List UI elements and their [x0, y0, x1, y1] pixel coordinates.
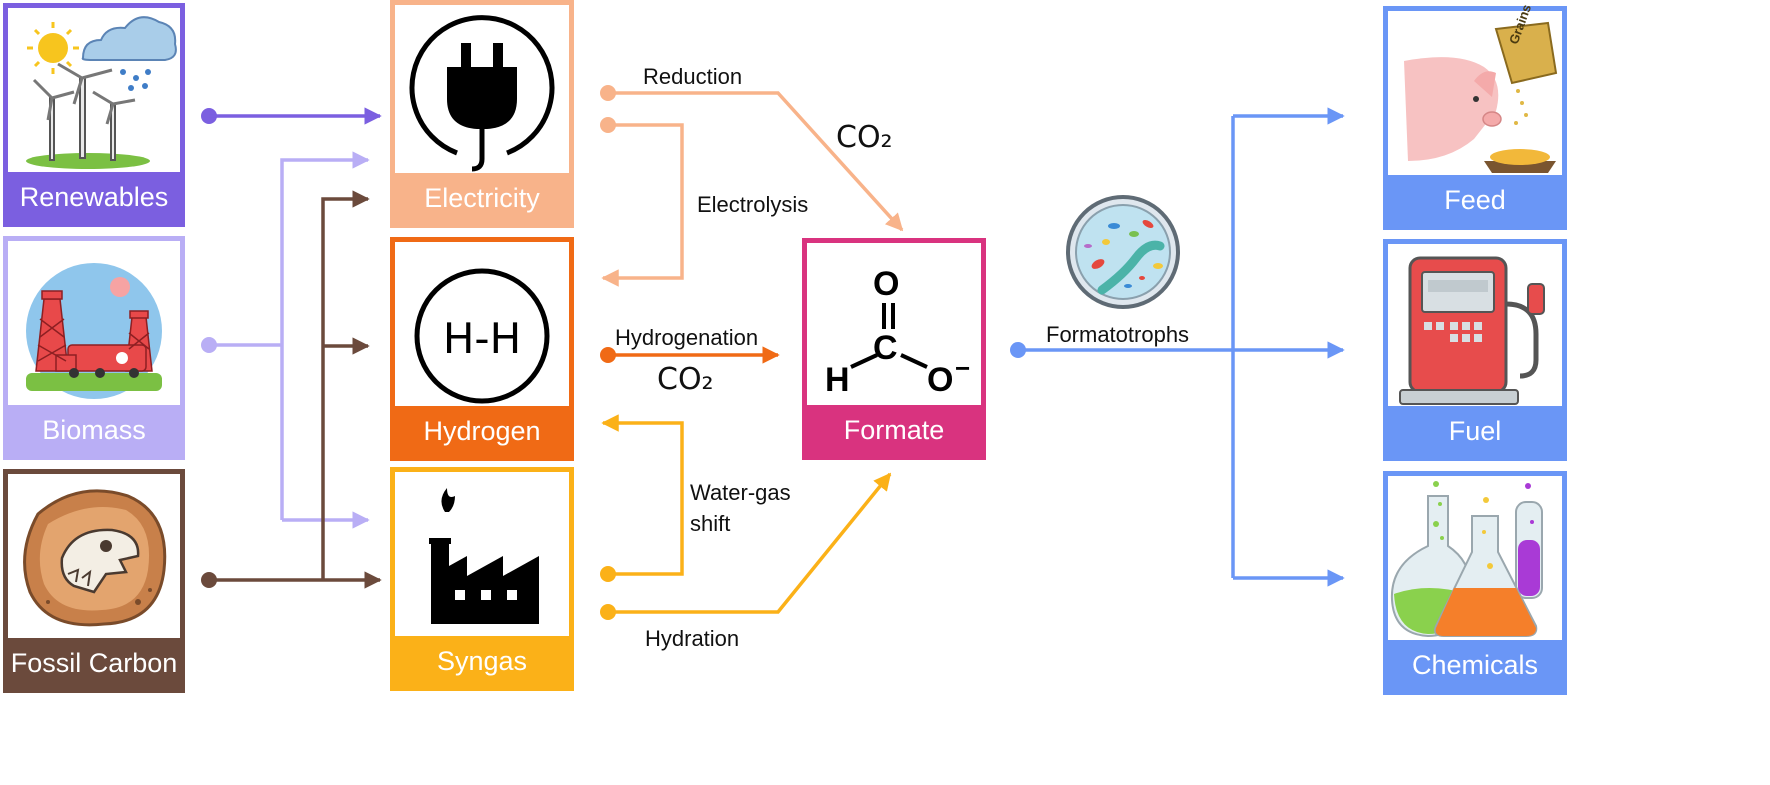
renewables-box: Renewables [3, 3, 185, 227]
electrolysis-label: Electrolysis [697, 192, 809, 217]
hydrogen-label: Hydrogen [395, 406, 569, 456]
fuel-pump-icon [1399, 256, 1545, 405]
atom-o-right: O [927, 361, 954, 399]
water-gas-shift-label-line2: shift [690, 511, 731, 536]
formatotrophs-label: Formatotrophs [1046, 322, 1190, 347]
formate-label: Formate [807, 405, 981, 455]
dinosaur-fossil-icon [23, 489, 167, 627]
syngas-box: Syngas [390, 467, 574, 691]
atom-c: C [873, 329, 898, 367]
hydration-label: Hydration [645, 626, 740, 651]
hydrogenation-arrow [600, 346, 780, 364]
biomass-arrows [201, 151, 370, 529]
electricity-box: Electricity [390, 0, 574, 228]
pig-eating-grains-icon [1404, 21, 1558, 173]
fossil-carbon-label: Fossil Carbon [8, 638, 180, 688]
fossil-carbon-box: Fossil Carbon [3, 469, 185, 693]
products-arrows [1010, 107, 1345, 587]
water-gas-shift-label-line1: Water-gas [690, 480, 791, 505]
hydrogen-symbol: H-H [442, 314, 522, 363]
biomass-box: Biomass [3, 236, 185, 460]
factory-icon [429, 488, 539, 624]
lab-flasks-icon [1390, 481, 1543, 638]
fuel-label: Fuel [1388, 406, 1562, 456]
fuel-box: Fuel [1383, 239, 1567, 461]
electrolysis-arrow [600, 117, 684, 287]
formate-structure-bonds [850, 303, 928, 369]
renewables-to-electricity-arrow [201, 107, 382, 125]
renewables-label: Renewables [8, 172, 180, 222]
atom-h: H [825, 361, 850, 399]
biomass-plant-icon [26, 263, 162, 399]
chemicals-label: Chemicals [1388, 640, 1562, 690]
hydration-arrow [600, 472, 892, 620]
co2-reduction-label: CO₂ [836, 120, 893, 155]
fossil-arrows [201, 190, 382, 589]
feed-label: Feed [1388, 175, 1562, 225]
formate-box: O C H O − Formate [802, 238, 986, 460]
electricity-label: Electricity [395, 173, 569, 223]
negative-charge: − [955, 353, 971, 383]
reduction-arrow [600, 85, 904, 232]
wind-sun-cloud-icon [26, 16, 177, 169]
hydrogenation-label: Hydrogenation [615, 325, 759, 350]
atom-o-top: O [873, 265, 900, 303]
co2-hydrogenation-label: CO₂ [657, 362, 714, 397]
power-plug-icon [409, 15, 555, 172]
biomass-label: Biomass [8, 405, 180, 455]
reduction-label: Reduction [643, 64, 743, 89]
syngas-label: Syngas [395, 636, 569, 686]
hydrogen-box: H-H Hydrogen [390, 237, 574, 461]
feed-box: Grains Feed [1383, 2, 1567, 230]
hydrogen-molecule-icon [414, 268, 550, 404]
chemicals-box: Chemicals [1383, 471, 1567, 695]
water-gas-shift-arrow [600, 414, 684, 582]
petri-dish-microbes-icon [1066, 195, 1180, 309]
